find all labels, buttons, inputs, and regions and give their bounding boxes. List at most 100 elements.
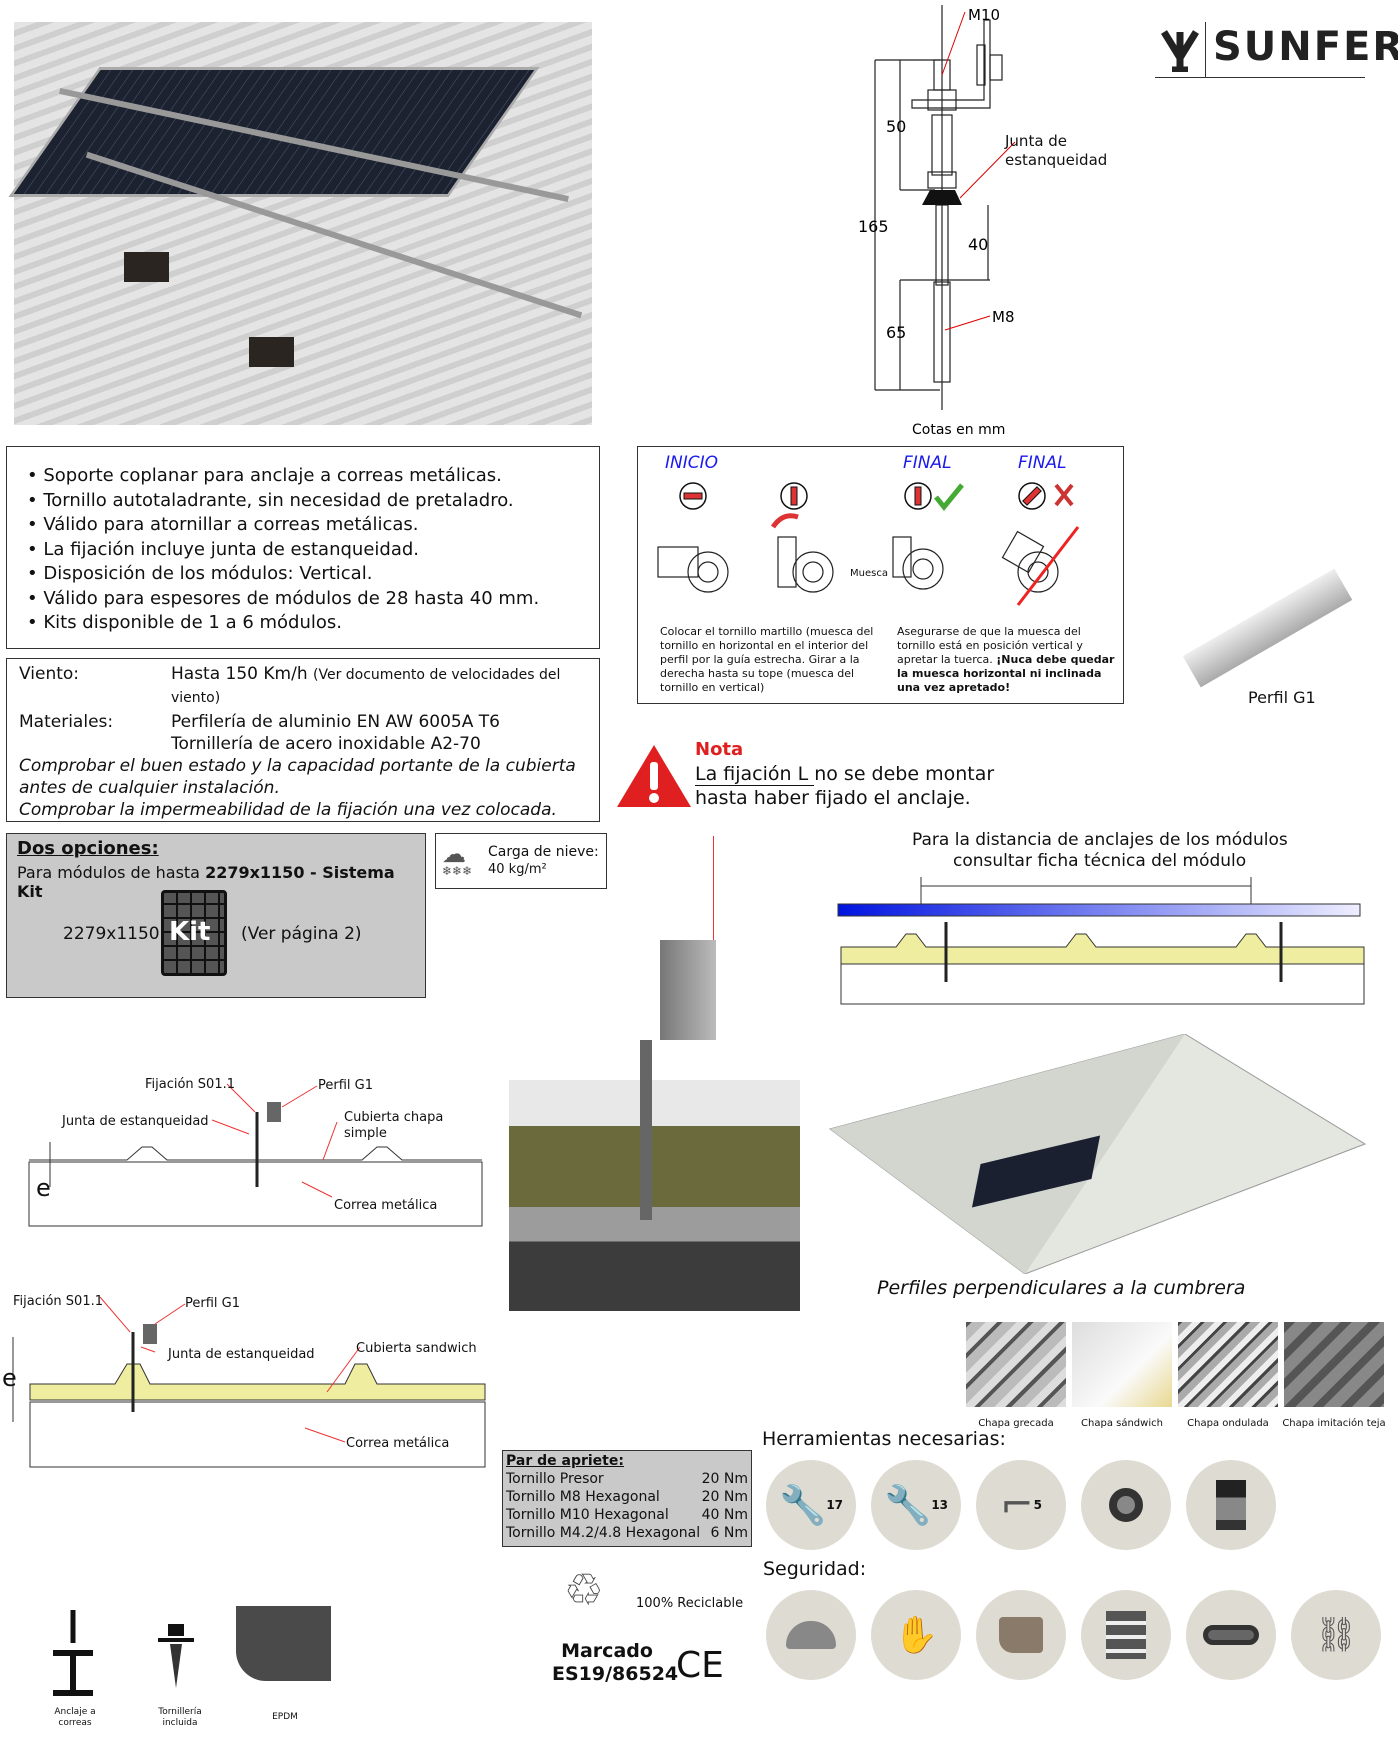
drill-icon bbox=[1186, 1460, 1276, 1550]
options-prefix: Para módulos de hasta bbox=[17, 863, 206, 882]
instruction-text-right: Asegurarse de que la muesca del tornillo… bbox=[897, 625, 1083, 666]
feature-item: Tornillo autotaladrante, sin necesidad d… bbox=[27, 489, 579, 514]
roof-type-label: Chapa imitación teja bbox=[1282, 1418, 1386, 1429]
seal-label: Junta de estanqueidad bbox=[1005, 132, 1108, 169]
gloves-icon: ✋ bbox=[871, 1590, 961, 1680]
units-note: Cotas en mm bbox=[912, 422, 1005, 438]
feature-item: Kits disponible de 1 a 6 módulos. bbox=[27, 611, 579, 636]
s2-profile-label: Perfil G1 bbox=[185, 1296, 240, 1311]
sandwich-sheet-image bbox=[1072, 1322, 1172, 1407]
features-list: Soporte coplanar para anclaje a correas … bbox=[27, 464, 579, 636]
sunfer-logo: SUNFER bbox=[1155, 22, 1398, 78]
s1-roof-label: Cubierta chapa simple bbox=[344, 1110, 444, 1141]
note-1: Comprobar el buen estado y la capacidad … bbox=[19, 756, 576, 798]
roof-caption: Perfiles perpendiculares a la cumbrera bbox=[877, 1277, 1246, 1299]
screw-icon bbox=[158, 1624, 194, 1688]
purlin-image bbox=[124, 252, 169, 282]
specs-box: Viento: Hasta 150 Km/h (Ver documento de … bbox=[6, 658, 600, 822]
check-icon bbox=[934, 483, 964, 511]
note-title: Nota bbox=[695, 739, 744, 760]
s1-seal-label: Junta de estanqueidad bbox=[62, 1114, 209, 1129]
s2-fixing-label: Fijación S01.1 bbox=[13, 1294, 104, 1309]
marking-code: ES19/86524 bbox=[552, 1663, 679, 1685]
bolt-image bbox=[640, 1040, 652, 1220]
harness-icon: ⛓ bbox=[1291, 1590, 1381, 1680]
s2-seal-label: Junta de estanqueidad bbox=[168, 1347, 315, 1362]
recycle-label: 100% Reciclable bbox=[636, 1596, 744, 1611]
material-2: Tornillería de acero inoxidable A2-70 bbox=[171, 734, 481, 754]
feature-item: Disposición de los módulos: Vertical. bbox=[27, 562, 579, 587]
wind-note: (Ver documento de velocidades del bbox=[313, 667, 561, 683]
wind-value: Hasta 150 Km/h bbox=[171, 664, 308, 684]
instruction-warning: ¡Nuca debe quedar la muesca horizontal n… bbox=[897, 653, 1115, 694]
brand-name: SUNFER bbox=[1213, 24, 1398, 70]
tape-measure-icon bbox=[1081, 1460, 1171, 1550]
feature-item: Válido para atornillar a correas metálic… bbox=[27, 513, 579, 538]
materials-label: Materiales: bbox=[19, 712, 114, 732]
m10-label: M10 bbox=[968, 6, 1000, 24]
wind-label: Viento: bbox=[19, 664, 80, 684]
wavy-sheet-image bbox=[1178, 1322, 1278, 1407]
dim-40: 40 bbox=[968, 235, 988, 254]
snow-load-box: ☁ ❄❄❄ Carga de nieve: 40 kg/m² bbox=[435, 833, 607, 889]
module-spacing-diagram bbox=[837, 877, 1365, 1005]
profile-g1-label: Perfil G1 bbox=[1248, 688, 1316, 707]
s2-roof-label: Cubierta sandwich bbox=[356, 1341, 477, 1356]
feature-item: La fijación incluye junta de estanqueida… bbox=[27, 538, 579, 563]
start-label: INICIO bbox=[665, 453, 719, 473]
options-title: Dos opciones: bbox=[17, 838, 159, 859]
bottom-icon-label: EPDM bbox=[272, 1712, 298, 1722]
material-1: Perfilería de aluminio EN AW 6005A T6 bbox=[171, 712, 500, 732]
s1-fixing-label: Fijación S01.1 bbox=[145, 1077, 236, 1092]
instruction-text-left: Colocar el tornillo martillo (muesca del… bbox=[660, 625, 874, 694]
options-box: Dos opciones: Para módulos de hasta 2279… bbox=[6, 833, 426, 998]
feature-item: Soporte coplanar para anclaje a correas … bbox=[27, 464, 579, 489]
m8-label: M8 bbox=[992, 308, 1015, 326]
tile-imitation-sheet-image bbox=[1284, 1322, 1384, 1407]
instructions-box: INICIO FINAL FINAL Muesca Colocar el tor… bbox=[637, 446, 1124, 704]
note-underlined: La fijación L bbox=[695, 763, 815, 786]
distance-line1: Para la distancia de anclajes de los mód… bbox=[912, 830, 1288, 850]
corrugated-sheet-image bbox=[966, 1322, 1066, 1407]
bottom-icon-label: Tornillería incluida bbox=[158, 1707, 202, 1728]
single-sheet-section-diagram bbox=[28, 1083, 483, 1227]
bolt-dimension-drawing: M10 M8 50 165 40 65 Cotas en mm bbox=[858, 5, 1016, 438]
roof-type-label: Chapa ondulada bbox=[1187, 1418, 1269, 1429]
roof-perpendicular-profiles-image bbox=[828, 1034, 1367, 1274]
features-box: Soporte coplanar para anclaje a correas … bbox=[6, 446, 600, 649]
feature-item: Válido para espesores de módulos de 28 h… bbox=[27, 587, 579, 612]
purlin-anchor-icon bbox=[53, 1610, 93, 1696]
recycle-icon: ♲ bbox=[564, 1565, 604, 1616]
snowflake-icon: ❄❄❄ bbox=[442, 864, 473, 878]
bracket-installation-photo bbox=[509, 1080, 800, 1311]
wind-note-2: viento) bbox=[171, 690, 221, 706]
s1-purlin-label: Correa metálica bbox=[334, 1198, 438, 1213]
epdm-sheet-icon bbox=[236, 1606, 331, 1681]
ce-mark: CE bbox=[676, 1645, 724, 1686]
note-2: Comprobar la impermeabilidad de la fijac… bbox=[19, 800, 557, 820]
solar-roof-photo bbox=[8, 22, 592, 425]
trident-icon bbox=[1161, 30, 1199, 72]
note-line1: no se debe montar bbox=[814, 763, 995, 785]
notch-label: Muesca bbox=[850, 568, 888, 579]
snow-cloud-icon: ☁ bbox=[442, 840, 466, 868]
torque-title: Par de apriete: bbox=[506, 1453, 624, 1469]
snow-value: 40 kg/m² bbox=[488, 862, 547, 877]
s2-thickness-e: e bbox=[2, 1364, 17, 1392]
page-ref: (Ver página 2) bbox=[241, 924, 362, 944]
kit-size: 2279x1150 bbox=[63, 924, 160, 944]
final-bad-label: FINAL bbox=[1018, 453, 1067, 473]
cross-icon bbox=[1054, 483, 1074, 507]
sandwich-section-diagram bbox=[12, 1296, 486, 1468]
wrench-17-icon: 🔧17 bbox=[766, 1460, 856, 1550]
allen-key-5-icon: ⌐5 bbox=[976, 1460, 1066, 1550]
l-bracket-image bbox=[660, 940, 716, 1040]
distance-line2: consultar ficha técnica del módulo bbox=[953, 851, 1247, 871]
dim-50: 50 bbox=[886, 117, 906, 136]
roof-type-label: Chapa sándwich bbox=[1081, 1418, 1163, 1429]
wrench-13-icon: 🔧13 bbox=[871, 1460, 961, 1550]
